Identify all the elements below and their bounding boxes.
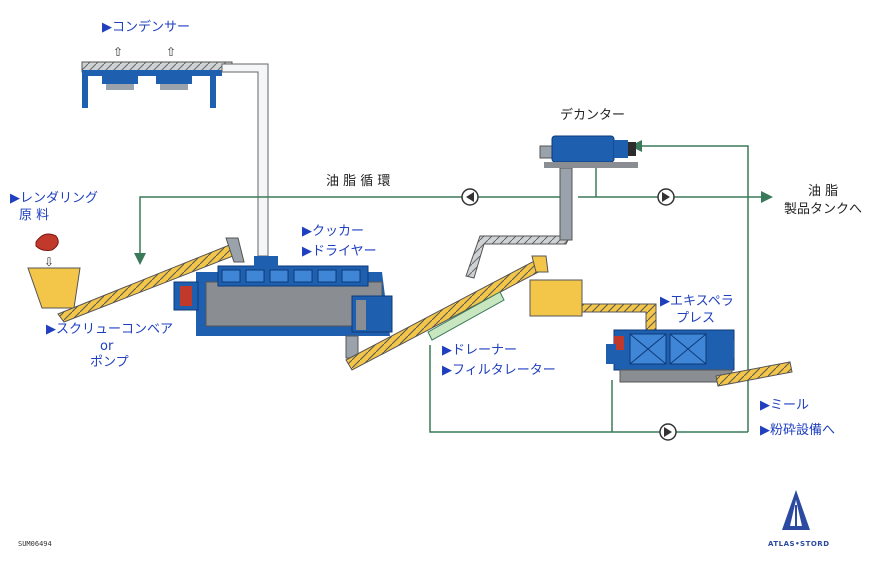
logo-text: ATLAS•STORD	[768, 540, 830, 548]
label-product-tank: 製品タンクへ	[784, 202, 863, 217]
label-decanter: デカンター	[560, 108, 626, 123]
pump-icon	[659, 423, 677, 441]
label-condenser: ▶コンデンサー	[102, 20, 190, 35]
label-pump: ポンプ	[90, 355, 129, 370]
screw-conveyor-2	[345, 255, 549, 371]
label-meal: ▶ミール	[760, 398, 809, 413]
label-raw-material: 原 料	[19, 208, 50, 223]
label-screw-conveyor: ▶スクリューコンベア	[46, 322, 173, 337]
condenser: ⇧ ⇧	[81, 45, 233, 108]
label-or: or	[100, 339, 114, 354]
label-filtrator: ▶フィルタレーター	[442, 363, 556, 378]
vent-arrow-icon: ⇧	[113, 45, 123, 59]
raw-material-hopper: ⇩	[27, 233, 81, 309]
label-drainer: ▶ドレーナー	[442, 343, 517, 358]
pump-icon	[657, 188, 675, 206]
vent-arrow-icon: ⇧	[166, 45, 176, 59]
decanter-feed-conveyor	[465, 167, 573, 279]
expeller-hopper	[529, 279, 657, 335]
decanter	[539, 135, 638, 168]
label-cooker: ▶クッカー	[302, 224, 364, 239]
screw-conveyor-1	[57, 237, 245, 323]
vapor-pipe	[221, 63, 269, 257]
label-oil: 油 脂	[808, 184, 839, 199]
cooker-dryer	[173, 256, 393, 336]
pump-icon	[461, 188, 479, 206]
label-expeller: ▶エキスペラ	[660, 294, 734, 309]
label-dryer: ▶ドライヤー	[302, 244, 377, 259]
label-crusher: ▶粉砕設備へ	[760, 423, 835, 438]
expeller-press	[606, 329, 735, 383]
vent-arrow-icon: ⇩	[44, 255, 54, 269]
document-code: SUM06494	[18, 540, 52, 548]
label-press: プレス	[676, 311, 716, 326]
label-rendering-raw: ▶レンダリング	[10, 191, 98, 206]
label-oil-circulation: 油 脂 循 環	[326, 174, 391, 189]
company-logo	[782, 490, 810, 530]
drainer-screen	[427, 291, 505, 341]
meal-conveyor	[715, 361, 793, 387]
